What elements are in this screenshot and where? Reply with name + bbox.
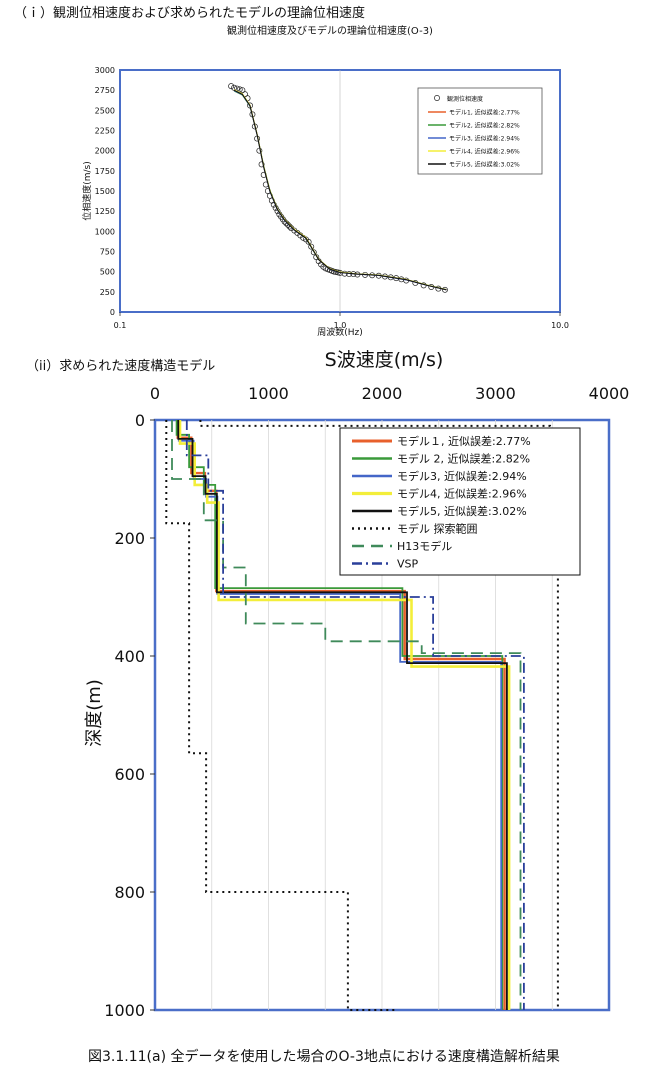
chart1-x-tick-label: 1.0 [334, 321, 347, 330]
chart1-y-tick-label: 2500 [95, 106, 115, 115]
chart2-x-tick-label: 1000 [248, 384, 289, 403]
chart2-legend-label: モデル１, 近似誤差:2.77% [397, 434, 531, 448]
chart1-observed-point [239, 87, 246, 94]
chart1-observed-point [228, 83, 235, 90]
chart2-legend-label: VSP [397, 558, 419, 571]
chart2-x-tick-label: 3000 [475, 384, 516, 403]
chart1-legend-label: モデル4, 近似誤差:2.96% [449, 148, 520, 156]
chart2-legend-label: モデル4, 近似誤差:2.96% [397, 487, 527, 501]
chart2-x-tick-label: 4000 [589, 384, 630, 403]
chart1-x-tick-label: 0.1 [114, 321, 127, 330]
chart1-legend-label: モデル3, 近似誤差:2.94% [449, 135, 520, 143]
chart1-y-tick-label: 250 [100, 288, 115, 297]
chart1-y-tick-label: 2250 [95, 127, 115, 136]
chart1-legend-label: モデル1, 近似誤差:2.77% [449, 109, 520, 117]
chart2-y-tick-label: 400 [114, 647, 145, 666]
chart1-observed-point [308, 243, 315, 250]
chart1-y-tick-label: 3000 [95, 66, 115, 75]
chart2-y-tick-label: 200 [114, 529, 145, 548]
chart1-x-tick-label: 10.0 [551, 321, 569, 330]
chart1-legend-label: 観測位相速度 [447, 95, 483, 103]
chart2-legend-label: モデル5, 近似誤差:3.02% [397, 504, 527, 518]
chart2-series-line [165, 420, 397, 1011]
chart1-observed-point [310, 249, 317, 256]
phase-velocity-chart: 観測位相速度及びモデルの理論位相速度(O-3) 0 250 500 750 1000 12… [81, 24, 569, 338]
chart1-observed-point [305, 238, 312, 245]
chart1-x-label: 周波数(Hz) [317, 326, 363, 338]
chart2-y-tick-label: 0 [135, 411, 145, 430]
chart2-y-tick-label: 1000 [104, 1001, 145, 1020]
chart2-series-line [177, 420, 508, 1010]
chart2-legend-label: モデル 2, 近似誤差:2.82% [397, 452, 530, 466]
chart1-y-tick-label: 0 [110, 308, 115, 317]
chart2-x-label: S波速度(m/s) [325, 349, 444, 371]
figure-caption: 図3.1.11(a) 全データを使用した場合のO-3地点における速度構造解析結果 [88, 1049, 560, 1065]
chart2-legend: モデル１, 近似誤差:2.77% モデル 2, 近似誤差:2.82% モデル3, 近… [339, 427, 581, 576]
chart1-y-tick-label: 2000 [95, 147, 115, 156]
chart1-y-tick-label: 1750 [95, 167, 115, 176]
chart2-y-tick-label: 800 [114, 883, 145, 902]
chart2-y-tick-label: 600 [114, 765, 145, 784]
chart1-legend-label: モデル5, 近似誤差:3.02% [449, 161, 520, 169]
chart1-series-line [233, 89, 447, 291]
section-2-title: （ii）求められた速度構造モデル [26, 359, 216, 374]
chart2-series-line [171, 420, 522, 1010]
chart2-legend-label: モデル 探索範囲 [397, 522, 478, 536]
chart1-observed-point [258, 161, 265, 168]
section-1-title: （ｉ）観測位相速度および求められたモデルの理論位相速度 [14, 6, 366, 21]
chart2-legend-label: モデル3, 近似誤差:2.94% [397, 469, 527, 483]
chart1-y-tick-label: 2750 [95, 86, 115, 95]
chart1-y-tick-label: 500 [100, 268, 115, 277]
velocity-structure-chart: S波速度(m/s) 0 1000 2000 3000 4000 0 200 400 600 80… [84, 349, 630, 1020]
chart1-y-label: 位相速度(m/s) [81, 161, 93, 221]
chart1-y-tick-label: 750 [100, 248, 115, 257]
chart2-legend-label: H13モデル [397, 539, 452, 553]
chart2-series-line [177, 420, 503, 1010]
chart1-title: 観測位相速度及びモデルの理論位相速度(O-3) [227, 24, 433, 37]
chart2-y-label: 深度(m) [84, 679, 105, 747]
chart2-series-line [185, 420, 525, 1010]
chart2-x-tick-label: 0 [150, 384, 160, 403]
chart1-legend-label: モデル2, 近似誤差:2.82% [449, 122, 520, 130]
chart1-y-tick-label: 1000 [95, 227, 115, 236]
chart1-observed-point [442, 286, 448, 293]
chart1-y-tick-label: 1500 [95, 187, 115, 196]
chart1-y-tick-label: 1250 [95, 207, 115, 216]
chart1-legend-marker [434, 95, 440, 101]
chart2-x-tick-label: 2000 [362, 384, 403, 403]
